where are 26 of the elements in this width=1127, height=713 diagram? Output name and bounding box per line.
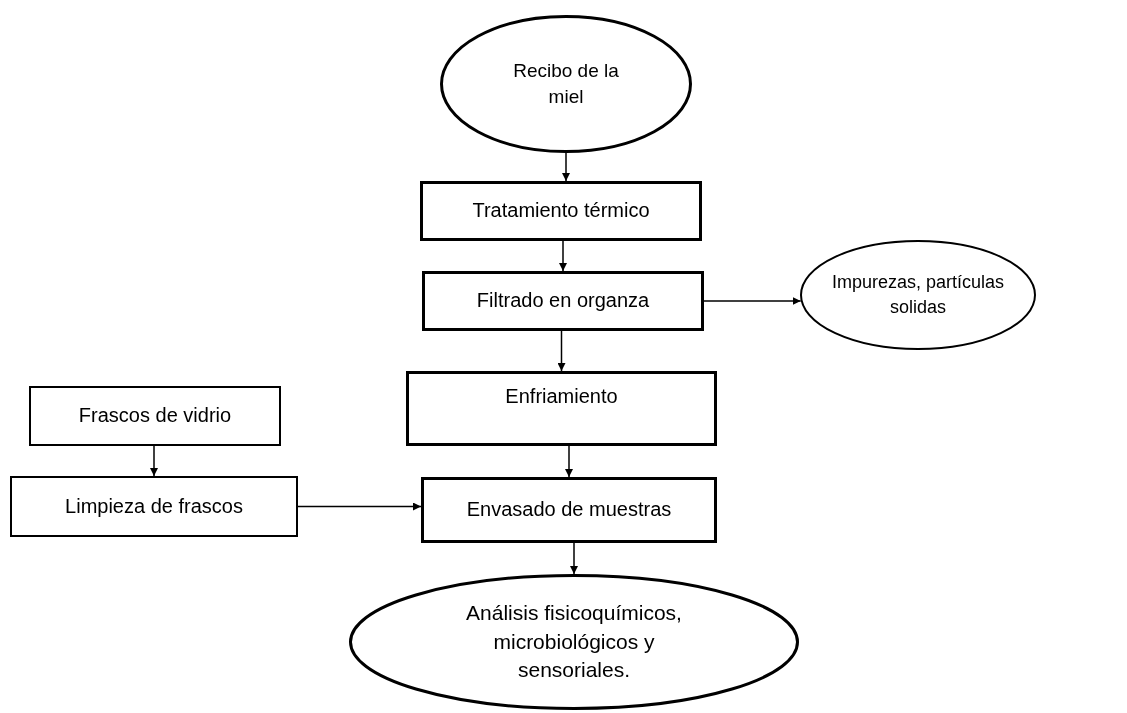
process-box xyxy=(420,181,702,241)
node-label: Análisis fisicoquímicos, microbiológicos y sensoriales. xyxy=(465,599,683,684)
arrow xyxy=(559,240,567,272)
node-label: Limpieza de frascos xyxy=(65,493,243,519)
process-box xyxy=(421,477,717,543)
process-box xyxy=(422,271,704,331)
node-label: Recibo de la miel xyxy=(512,58,620,109)
node-label: Tratamiento térmico xyxy=(472,198,650,224)
terminal-ellipse xyxy=(440,15,692,153)
arrow xyxy=(150,445,158,477)
node-label: Filtrado en organza xyxy=(476,288,650,314)
node-label: Frascos de vidrio xyxy=(78,403,232,429)
arrow xyxy=(570,542,578,575)
arrow xyxy=(565,445,573,478)
node-label: Envasado de muestras xyxy=(466,497,672,523)
terminal-ellipse xyxy=(800,240,1036,350)
process-box xyxy=(10,476,298,537)
arrow xyxy=(297,502,422,511)
terminal-ellipse xyxy=(349,574,799,710)
node-label: Enfriamiento xyxy=(505,383,618,409)
arrow xyxy=(703,297,802,305)
node-label: Impurezas, partículas solidas xyxy=(830,271,1006,319)
arrow xyxy=(562,152,570,182)
arrow xyxy=(557,330,566,372)
process-box xyxy=(29,386,281,446)
process-box xyxy=(406,371,717,446)
